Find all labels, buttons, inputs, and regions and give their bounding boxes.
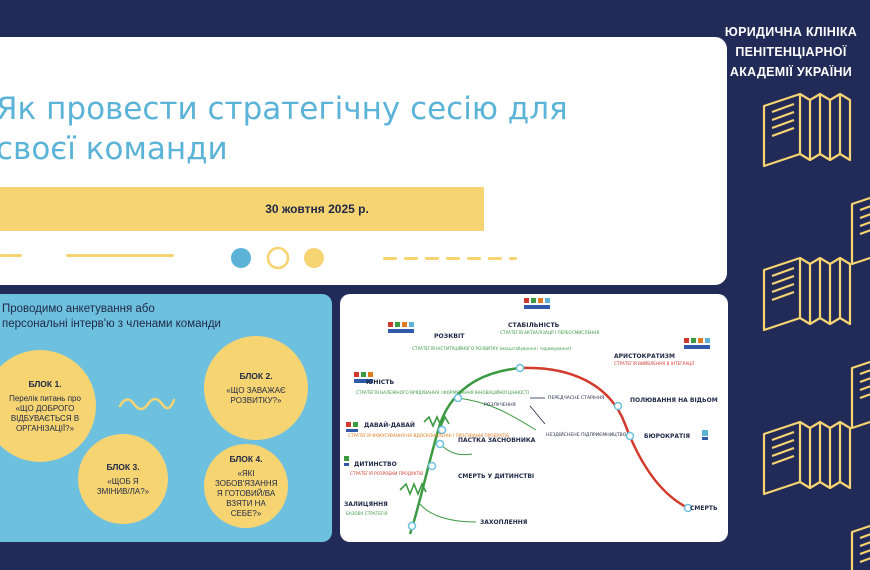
deco-line <box>66 254 174 257</box>
stage-davai: ДАВАЙ-ДАВАЙ <box>364 421 415 429</box>
team-icon <box>684 338 710 349</box>
block-3-text: «ЩОБ Я ЗМІНИВ/ЛА?» <box>96 476 150 496</box>
book-icon <box>850 354 870 430</box>
lifecycle-slide: РОЗКВІТ СТРАТЕГІЯ ІНСТИТУЦІЙНОГО РОЗВИТК… <box>340 294 728 542</box>
date-banner: 30 жовтня 2025 р. <box>0 187 484 231</box>
trap-smert-dytynstvo: СМЕРТЬ У ДИТИНСТВІ <box>458 473 534 480</box>
lifecycle-diagram: РОЗКВІТ СТРАТЕГІЯ ІНСТИТУЦІЙНОГО РОЗВИТК… <box>344 298 718 535</box>
book-icon <box>762 420 852 496</box>
zigzag-infancy <box>399 481 427 497</box>
trap-nezdiysnene: НЕЗДІЙСНЕНЕ ПІДПРИЄМНИЦТВО <box>546 431 627 438</box>
title-slide: Як провести стратегічну сесію для своєї … <box>0 37 727 285</box>
block-1-text: Перелік питань про «ЩО ДОБРОГО ВІДБУВАЄТ… <box>9 393 81 433</box>
org-name-line-3: АКАДЕМІЇ УКРАЇНИ <box>729 65 853 79</box>
trap-zakhoplennya: ЗАХОПЛЕННЯ <box>480 519 528 526</box>
branch-line <box>439 443 473 456</box>
stage-stabilnist: СТАБІЛЬНІСТЬ <box>508 322 560 329</box>
stage-byurokratiya: БЮРОКРАТІЯ <box>644 433 690 440</box>
deco-circle-outline <box>266 246 290 270</box>
branch-line <box>457 397 537 431</box>
zigzag-gogo <box>423 415 450 428</box>
block-2-title: БЛОК 2. <box>239 370 273 381</box>
title-line-2: своєї команди <box>0 131 228 167</box>
stage-aristokratyzm: АРИСТОКРАТИЗМ <box>614 353 675 360</box>
block-2-text: «ЩО ЗАВАЖАЄ РОЗВИТКУ?» <box>226 385 286 405</box>
survey-block-4: БЛОК 4. «ЯКІ ЗОБОВ'ЯЗАННЯ Я ГОТОВИЙ/ВА В… <box>204 444 288 528</box>
team-icon <box>346 422 358 432</box>
survey-heading-line-2: персональні інтерв'ю з членами команди <box>2 318 221 330</box>
org-name-line-2: ПЕНІТЕНЦІАРНОЇ <box>735 45 847 59</box>
organization-name: ЮРИДИЧНА КЛІНІКА ПЕНІТЕНЦІАРНОЇ АКАДЕМІЇ… <box>712 22 870 82</box>
stage-polyuvannya: ПОЛЮВАННЯ НА ВІДЬОМ <box>630 397 718 404</box>
survey-block-1: БЛОК 1. Перелік питань про «ЩО ДОБРОГО В… <box>0 350 96 462</box>
deco-dash-left <box>0 254 22 257</box>
deco-dashes-right <box>383 257 517 260</box>
wave-decoration <box>118 397 176 411</box>
stage-dytynstvo: ДИТИНСТВО <box>354 461 397 468</box>
trap-peredchasne: ПЕРЕДЧАСНЕ СТАРІННЯ <box>548 395 604 401</box>
survey-heading-line-1: Проводимо анкетування або <box>2 303 155 315</box>
stage-yunist-strategy: СТРАТЕГІЯ НАЛЕЖНОГО ВРЯДУВАННЯ І ФОРМУВА… <box>356 390 529 395</box>
org-name-line-1: ЮРИДИЧНА КЛІНІКА <box>724 25 858 39</box>
stage-zalyts: ЗАЛИЦЯННЯ <box>344 501 388 508</box>
stage-dytynstvo-strategy: СТРАТЕГІЯ РОЗРОБКИ ПРОДУКТІВ <box>350 471 423 476</box>
block-4-text: «ЯКІ ЗОБОВ'ЯЗАННЯ Я ГОТОВИЙ/ВА ВЗЯТИ НА … <box>215 468 278 518</box>
book-icon <box>850 190 870 266</box>
presentation-date: 30 жовтня 2025 р. <box>265 202 369 216</box>
stage-nodes <box>407 363 693 531</box>
branch-line <box>419 503 477 523</box>
survey-slide: Проводимо анкетування або персональні ін… <box>0 294 332 542</box>
stage-aristokratyzm-strategy: СТРАТЕГІЯ ВИЙВЛЕННЯ В ІНТЕГРАЦІЇ <box>614 361 695 366</box>
team-icon <box>354 372 373 383</box>
stage-rozkvit: РОЗКВІТ <box>434 333 465 340</box>
block-1-title: БЛОК 1. <box>28 378 62 389</box>
stage-zalyts-strategy: БАЗОВА СТРАТЕГІЯ <box>346 511 388 516</box>
team-icon <box>344 456 349 466</box>
book-icon <box>850 518 870 570</box>
book-icon <box>762 92 852 168</box>
stage-rozkvit-strategy: СТРАТЕГІЯ ІНСТИТУЦІЙНОГО РОЗВИТКУ (масшт… <box>412 346 571 351</box>
books-pattern <box>762 92 870 570</box>
survey-heading: Проводимо анкетування або персональні ін… <box>2 302 302 332</box>
stage-stabilnist-strategy: СТРАТЕГІЯ АКТУАЛІЗАЦІЇ І ПЕРЕОСМИСЛЕННЯ <box>500 330 599 335</box>
block-4-title: БЛОК 4. <box>229 453 263 464</box>
deco-circle-yellow <box>304 248 324 268</box>
survey-block-2: БЛОК 2. «ЩО ЗАВАЖАЄ РОЗВИТКУ?» <box>204 336 308 440</box>
book-icon <box>762 256 852 332</box>
survey-block-3: БЛОК 3. «ЩОБ Я ЗМІНИВ/ЛА?» <box>78 434 168 524</box>
deco-circle-blue <box>231 248 251 268</box>
decline-curve <box>519 366 689 510</box>
trap-pastka: ПАСТКА ЗАСНОВНИКА <box>458 437 536 444</box>
branch-line <box>529 405 546 425</box>
trap-rozluchennya: РОЗЛУЧЕННЯ <box>484 402 516 408</box>
team-icon <box>702 430 708 440</box>
title-line-1: Як провести стратегічну сесію для <box>0 91 568 127</box>
team-icon <box>524 298 550 309</box>
stage-yunist: ЮНІСТЬ <box>366 379 395 386</box>
team-icon <box>388 322 414 333</box>
block-3-title: БЛОК 3. <box>106 461 140 472</box>
decorative-shapes <box>0 246 517 270</box>
presentation-title: Як провести стратегічну сесію для своєї … <box>0 89 636 169</box>
stage-smert: СМЕРТЬ <box>690 505 718 512</box>
stage-davai-strategy: СТРАТЕГІЯ ФОКУСУВАННЯ НА ВДОСКОНАЛЕННІ І… <box>348 433 509 438</box>
